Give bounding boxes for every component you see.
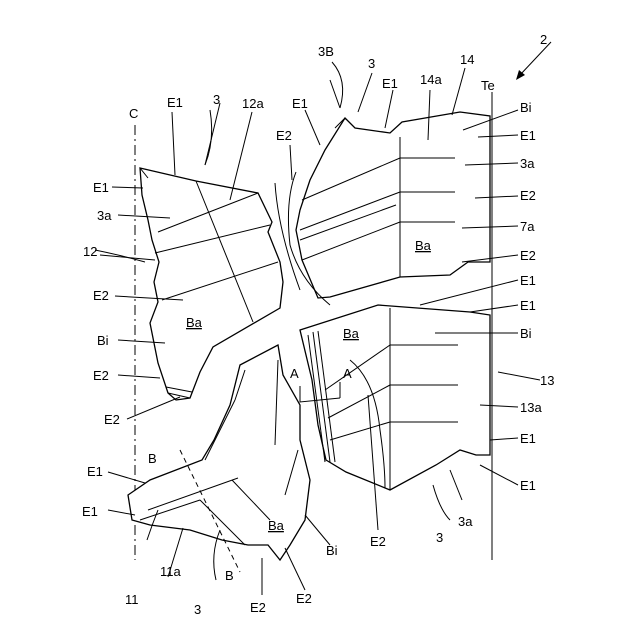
arrow — [498, 372, 540, 380]
arrow — [205, 110, 212, 165]
label-e1: E1 — [520, 128, 536, 143]
label-e2: E2 — [370, 534, 386, 549]
label-3: 3 — [194, 602, 201, 617]
label-bi: Bi — [520, 100, 532, 115]
label-c: C — [129, 106, 138, 121]
leader — [330, 80, 340, 108]
label-11a: 11a — [160, 564, 181, 579]
label-e1: E1 — [520, 478, 536, 493]
label-bi: Bi — [520, 326, 532, 341]
label-3: 3 — [436, 530, 443, 545]
leader — [470, 305, 518, 312]
label-e1: E1 — [520, 273, 536, 288]
arrow — [95, 250, 145, 262]
label-e2: E2 — [520, 248, 536, 263]
label-e2: E2 — [104, 412, 120, 427]
leader — [230, 112, 252, 200]
label-3a: 3a — [97, 208, 112, 223]
label-e1: E1 — [87, 464, 103, 479]
leader — [385, 90, 393, 128]
leader — [285, 548, 305, 590]
label-13a: 13a — [520, 400, 542, 415]
label-bi: Bi — [326, 543, 338, 558]
leader — [490, 438, 518, 440]
leader — [358, 73, 372, 112]
label-3b: 3B — [318, 44, 334, 59]
label-ba: Ba — [268, 518, 285, 533]
label-e1: E1 — [292, 96, 308, 111]
label-14: 14 — [460, 52, 474, 67]
leader — [305, 515, 330, 545]
leader — [205, 103, 220, 165]
leader — [305, 110, 320, 145]
label-e1: E1 — [520, 431, 536, 446]
leader — [112, 187, 143, 188]
label-e2: E2 — [250, 600, 266, 615]
label-e1: E1 — [82, 504, 98, 519]
label-12: 12 — [83, 244, 97, 259]
label-e2: E2 — [276, 128, 292, 143]
leader — [420, 280, 518, 305]
leader — [108, 472, 145, 483]
label-14a: 14a — [420, 72, 442, 87]
label-e1: E1 — [167, 95, 183, 110]
label-te: Te — [481, 78, 495, 93]
label-13: 13 — [540, 373, 554, 388]
label-e2: E2 — [93, 368, 109, 383]
block-14 — [296, 112, 490, 298]
leader — [290, 145, 292, 180]
label-figure-ref: 2 — [540, 32, 547, 47]
label-e1: E1 — [93, 180, 109, 195]
arrow — [433, 485, 450, 520]
label-11: 11 — [125, 592, 139, 607]
leader — [452, 68, 465, 115]
label-3a: 3a — [458, 514, 473, 529]
label-b: B — [148, 451, 157, 466]
label-3: 3 — [213, 92, 220, 107]
label-b: B — [225, 568, 234, 583]
label-ba: Ba — [186, 315, 203, 330]
label-7a: 7a — [520, 219, 535, 234]
leader — [450, 470, 462, 500]
label-e1: E1 — [382, 76, 398, 91]
label-3: 3 — [368, 56, 375, 71]
label-ba: Ba — [343, 326, 360, 341]
label-e2: E2 — [296, 591, 312, 606]
label-a: A — [343, 366, 352, 381]
label-bi: Bi — [97, 333, 109, 348]
label-e2: E2 — [93, 288, 109, 303]
label-e2: E2 — [520, 188, 536, 203]
label-a: A — [290, 366, 299, 381]
label-3a: 3a — [520, 156, 535, 171]
label-e1: E1 — [520, 298, 536, 313]
label-ba: Ba — [415, 238, 432, 253]
label-12a: 12a — [242, 96, 264, 111]
leader — [480, 465, 518, 485]
leader — [172, 112, 175, 175]
leader — [118, 375, 160, 378]
block-14-outline — [296, 112, 490, 298]
